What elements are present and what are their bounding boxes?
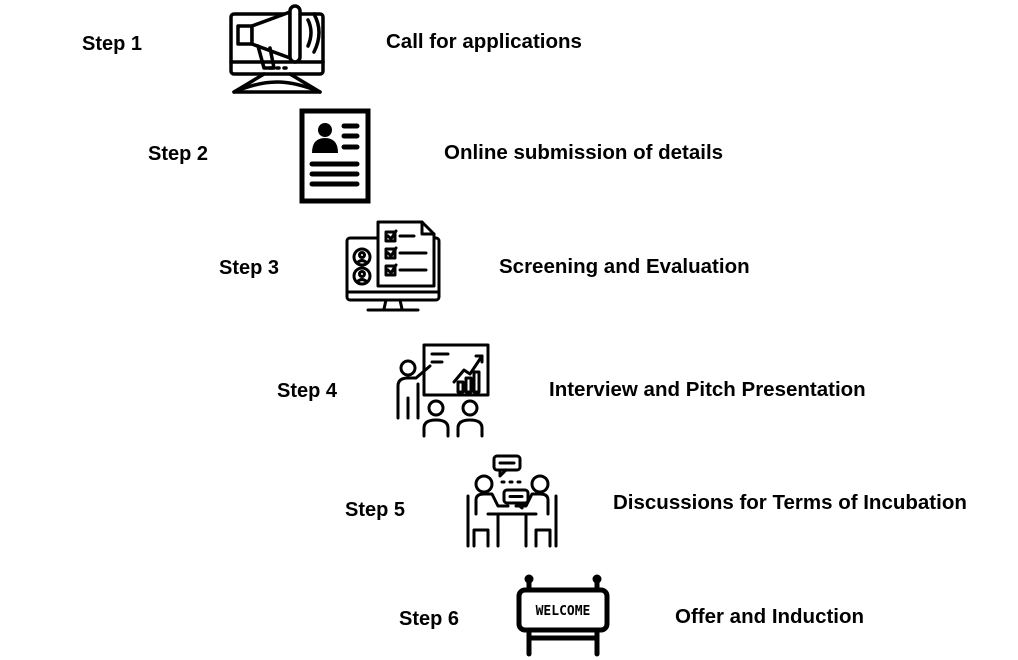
step-label: Step 3 — [219, 257, 280, 279]
step-description: Offer and Induction — [675, 605, 865, 628]
step-description: Screening and Evaluation — [499, 255, 750, 278]
step-description: Call for applications — [386, 30, 582, 53]
checklist-monitor-icon — [344, 218, 442, 314]
step-3: Step 3 Screening and Evaluation — [0, 0, 1018, 312]
step-4: Step 4 Interview and Pitch Presentation — [0, 0, 1018, 438]
step-2: Step 2 Online submission of details — [0, 0, 1018, 204]
meeting-discussion-icon — [464, 452, 560, 550]
step-description: Discussions for Terms of Incubation — [613, 491, 967, 514]
step-label: Step 6 — [399, 608, 460, 630]
step-label: Step 2 — [148, 143, 209, 165]
welcome-sign-icon: WELCOME — [515, 572, 611, 658]
step-1: Step 1 Call for applications — [0, 0, 1018, 100]
step-label: Step 4 — [277, 380, 338, 402]
megaphone-monitor-icon — [228, 2, 326, 96]
welcome-sign-text: WELCOME — [536, 604, 591, 619]
resume-document-icon — [299, 108, 371, 204]
step-label: Step 5 — [345, 499, 406, 521]
step-description: Online submission of details — [444, 141, 724, 164]
step-description: Interview and Pitch Presentation — [549, 378, 866, 401]
step-5: Step 5 Discussions for Terms of Incubati… — [0, 0, 1018, 548]
presentation-board-icon — [392, 342, 492, 438]
step-label: Step 1 — [82, 33, 143, 55]
